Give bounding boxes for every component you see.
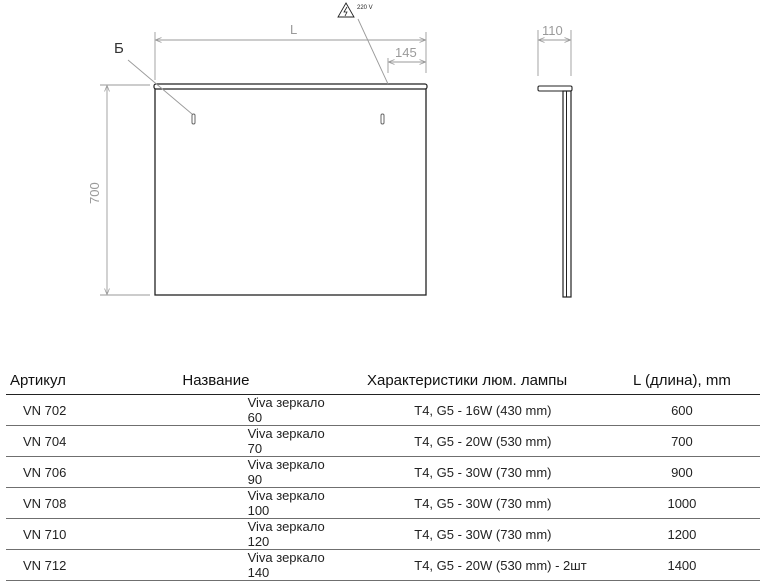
technical-drawing: L 145 700 Б 220 V 110 bbox=[87, 2, 573, 298]
header-article: Артикул bbox=[6, 366, 102, 395]
voltage-label: 220 V bbox=[357, 5, 373, 11]
table-row: VN 712 Viva зеркало 140 T4, G5 - 20W (53… bbox=[6, 549, 760, 581]
voltage-leader bbox=[357, 18, 389, 85]
mirror-outline bbox=[154, 87, 427, 296]
lamp-bar bbox=[153, 83, 428, 90]
table-header-row: Артикул Название Характеристики люм. лам… bbox=[6, 366, 760, 395]
cell-lamp: T4, G5 - 20W (530 mm) bbox=[330, 425, 604, 457]
dim-110-label: 110 bbox=[542, 23, 563, 38]
cell-article: VN 702 bbox=[6, 394, 102, 426]
cell-name: Viva зеркало 90 bbox=[101, 456, 331, 488]
cell-name: Viva зеркало 100 bbox=[101, 487, 331, 519]
dim-700-label: 700 bbox=[87, 182, 102, 204]
cell-article: VN 706 bbox=[6, 456, 102, 488]
cell-lamp: T4, G5 - 30W (730 mm) bbox=[330, 456, 604, 488]
table-row: VN 706 Viva зеркало 90 T4, G5 - 30W (730… bbox=[6, 456, 760, 488]
side-lamp-bar bbox=[537, 85, 573, 92]
header-name: Название bbox=[101, 366, 331, 395]
cell-length: 1200 bbox=[603, 518, 760, 550]
mounting-hole-right bbox=[380, 113, 385, 125]
cell-article: VN 704 bbox=[6, 425, 102, 457]
cell-lamp: T4, G5 - 16W (430 mm) bbox=[330, 394, 604, 426]
side-view: 110 bbox=[537, 23, 573, 298]
dim-L-label: L bbox=[290, 22, 297, 37]
table-row: VN 710 Viva зеркало 120 T4, G5 - 30W (73… bbox=[6, 518, 760, 550]
electrical-hazard-icon bbox=[337, 2, 355, 18]
cell-article: VN 712 bbox=[6, 549, 102, 581]
cell-length: 900 bbox=[603, 456, 760, 488]
cell-length: 1000 bbox=[603, 487, 760, 519]
label-B: Б bbox=[114, 40, 124, 57]
table-row: VN 708 Viva зеркало 100 T4, G5 - 30W (73… bbox=[6, 487, 760, 519]
label-B-leader bbox=[127, 59, 193, 115]
cell-name: Viva зеркало 60 bbox=[101, 394, 331, 426]
cell-name: Viva зеркало 70 bbox=[101, 425, 331, 457]
cell-lamp: T4, G5 - 30W (730 mm) bbox=[330, 487, 604, 519]
specifications-table: Артикул Название Характеристики люм. лам… bbox=[6, 366, 760, 581]
cell-name: Viva зеркало 120 bbox=[101, 518, 331, 550]
cell-lamp: T4, G5 - 30W (730 mm) bbox=[330, 518, 604, 550]
cell-length: 600 bbox=[603, 394, 760, 426]
header-lamp: Характеристики люм. лампы bbox=[330, 366, 604, 395]
table-row: VN 702 Viva зеркало 60 T4, G5 - 16W (430… bbox=[6, 394, 760, 426]
front-view: L 145 700 Б 220 V bbox=[87, 2, 428, 296]
header-length: L (длина), mm bbox=[603, 366, 760, 395]
cell-lamp: T4, G5 - 20W (530 mm) - 2шт bbox=[330, 549, 604, 581]
dim-145-label: 145 bbox=[395, 45, 417, 60]
cell-length: 700 bbox=[603, 425, 760, 457]
cell-article: VN 708 bbox=[6, 487, 102, 519]
cell-name: Viva зеркало 140 bbox=[101, 549, 331, 581]
mounting-hole-left bbox=[191, 113, 196, 125]
cell-length: 1400 bbox=[603, 549, 760, 581]
cell-article: VN 710 bbox=[6, 518, 102, 550]
table-row: VN 704 Viva зеркало 70 T4, G5 - 20W (530… bbox=[6, 425, 760, 457]
